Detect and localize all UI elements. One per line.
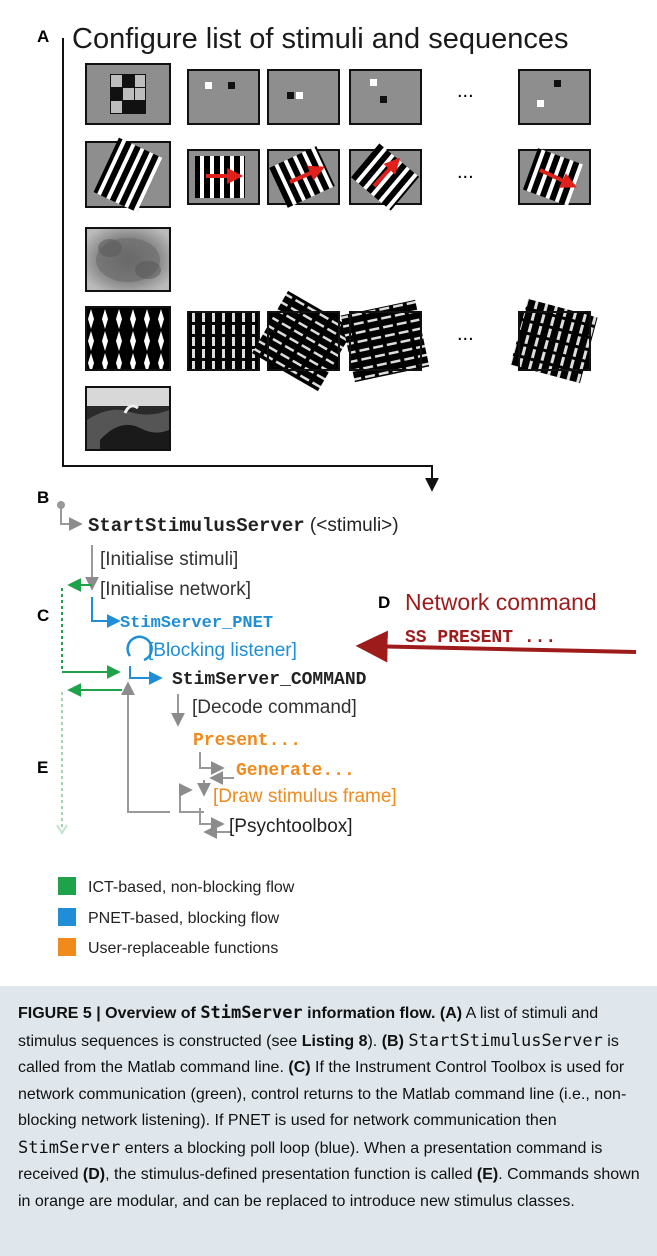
stimulus-noise xyxy=(85,227,171,292)
caption-b-label: (B) xyxy=(381,1032,404,1050)
legend-swatch-blue xyxy=(58,908,76,926)
caption-d-label: (D) xyxy=(82,1166,106,1183)
init-network: [Initialise network] xyxy=(100,579,251,600)
caption-background xyxy=(0,986,657,1256)
panel-a-letter: A xyxy=(37,27,49,46)
stimulus-row-plaids: ... xyxy=(85,290,598,392)
blocking-loop-icon xyxy=(126,635,153,662)
legend: ICT-based, non-blocking flow PNET-based,… xyxy=(58,877,295,957)
panel-b-letter: B xyxy=(37,488,49,507)
checker-grid-stimulus xyxy=(110,74,146,114)
legend-label-pnet: PNET-based, blocking flow xyxy=(88,910,280,927)
command-function: StimServer_COMMAND xyxy=(172,670,367,690)
listing-ref[interactable]: Listing 8 xyxy=(301,1032,368,1050)
present-function: Present... xyxy=(193,731,301,751)
ellipsis-row-2: ... xyxy=(457,161,474,183)
legend-swatch-orange xyxy=(58,938,76,956)
panel-a-title: Configure list of stimuli and sequences xyxy=(72,23,568,55)
start-function: StartStimulusServer (<stimuli>) xyxy=(88,515,399,537)
panel-e-letter: E xyxy=(37,758,48,777)
figure-diagram: A Configure list of stimuli and sequence… xyxy=(37,23,637,957)
draw-stimulus-frame: [Draw stimulus frame] xyxy=(213,786,397,807)
caption-title: FIGURE 5 | Overview of StimServer inform… xyxy=(18,1003,436,1023)
caption-c-label: (C) xyxy=(288,1059,311,1076)
init-stimuli: [Initialise stimuli] xyxy=(100,549,238,570)
legend-label-ict: ICT-based, non-blocking flow xyxy=(88,879,295,896)
legend-label-user: User-replaceable functions xyxy=(88,940,278,957)
network-command-title: Network command xyxy=(405,589,597,615)
stimulus-row-gratings: ... xyxy=(85,137,591,213)
legend-swatch-green xyxy=(58,877,76,895)
ellipsis-row-1: ... xyxy=(457,80,474,102)
decode-command: [Decode command] xyxy=(192,697,357,718)
blocking-listener: [Blocking listener] xyxy=(148,640,297,661)
caption-a-label: (A) xyxy=(439,1005,463,1022)
ellipsis-row-4: ... xyxy=(457,323,474,345)
network-command-arrow xyxy=(355,630,637,663)
panel-a-bracket xyxy=(62,38,439,492)
generate-function: Generate... xyxy=(236,761,355,781)
panel-d-letter: D xyxy=(378,593,390,612)
panel-c-letter: C xyxy=(37,606,49,625)
stimulus-natural-image xyxy=(85,386,171,451)
network-command-code: SS PRESENT ... xyxy=(405,628,556,648)
pnet-function: StimServer_PNET xyxy=(120,614,273,633)
psychtoolbox: [Psychtoolbox] xyxy=(229,816,353,837)
stimulus-row-dots: ... xyxy=(85,63,591,125)
caption-e-label: (E) xyxy=(476,1166,499,1183)
figure-caption: FIGURE 5 | Overview of StimServer inform… xyxy=(18,1003,640,1210)
